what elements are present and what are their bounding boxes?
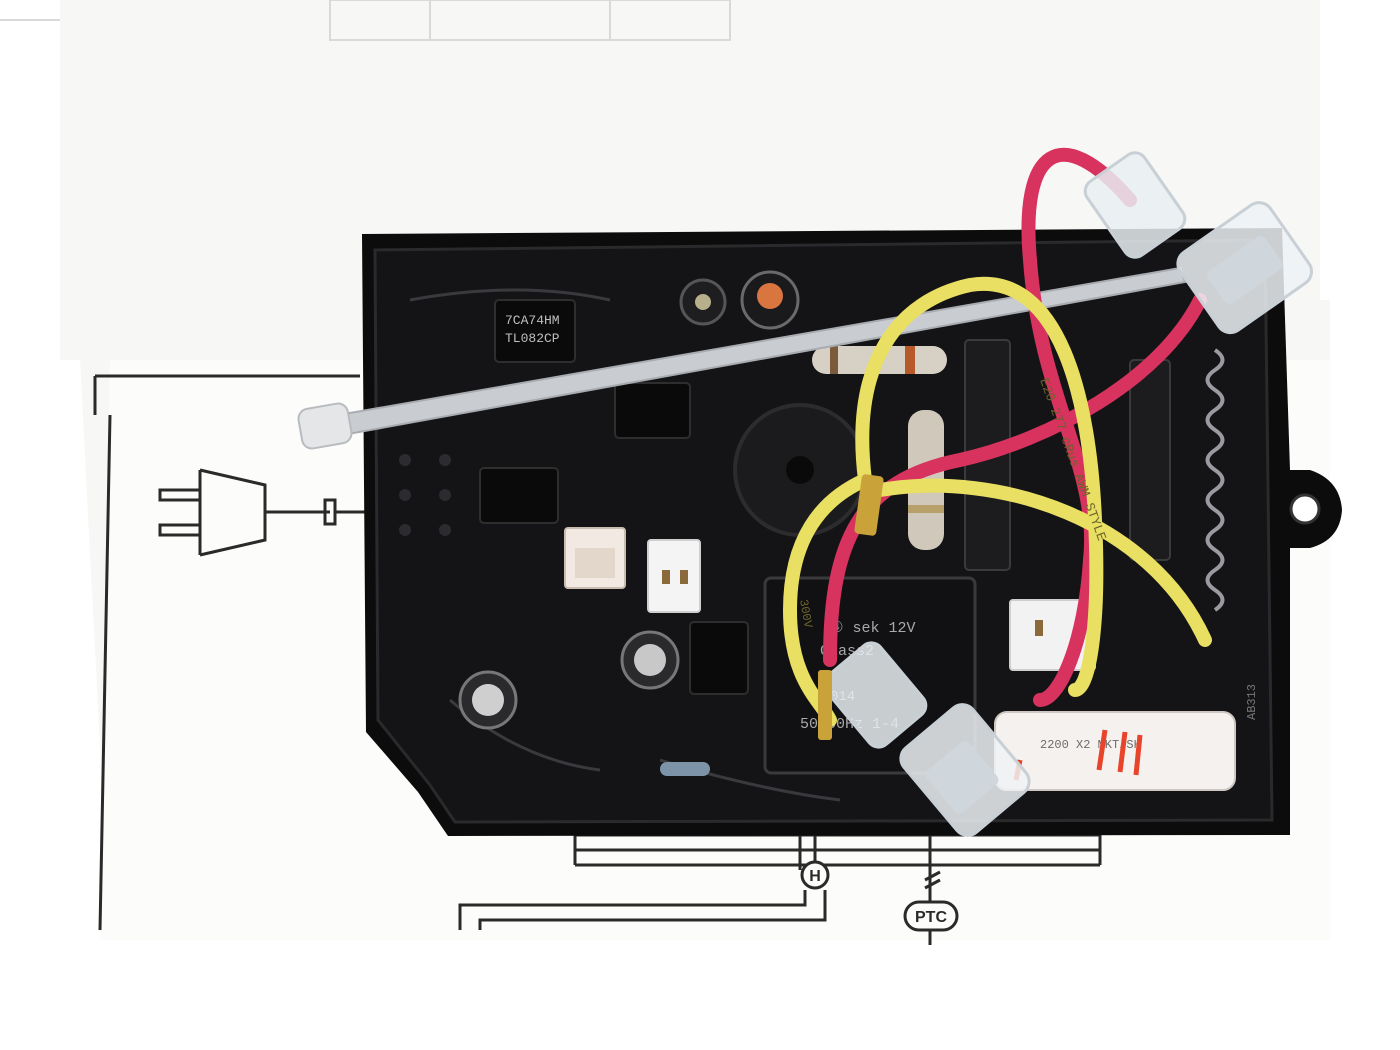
wire-spring-coil xyxy=(1205,348,1225,612)
red-wire xyxy=(823,148,1207,707)
capacitor-bottom-center xyxy=(620,630,680,690)
edge-text: AB313 xyxy=(1245,684,1259,720)
yellow-wire xyxy=(782,276,1212,727)
diode-small xyxy=(660,762,710,776)
schematic-ptc-label: PTC xyxy=(915,909,947,926)
film-capacitor: 2200 X2 MKT/SH xyxy=(994,711,1236,791)
crimp-splice xyxy=(854,474,884,536)
solder-joints xyxy=(399,454,451,536)
buzzer xyxy=(733,403,867,537)
capacitor-top-small xyxy=(679,278,727,326)
transformer-sek: ④ sek 12V xyxy=(830,620,915,637)
capacitor-text: 2200 X2 MKT/SH xyxy=(1040,738,1141,752)
cable-tie xyxy=(297,266,1187,450)
spade-terminal-top xyxy=(1083,151,1314,335)
ic1-line2: TL082CP xyxy=(505,331,560,346)
ic1-line1: 7CA74HM xyxy=(505,313,560,328)
ic-square-bottom xyxy=(689,621,749,695)
ic-small-left xyxy=(479,467,559,524)
yellow-wire-tip xyxy=(818,670,832,740)
schematic-ptc-box xyxy=(903,900,959,932)
ic-tl082cp: 7CA74HM TL082CP xyxy=(494,299,576,363)
mounting-hole xyxy=(1289,493,1321,525)
top-print xyxy=(0,0,731,41)
capacitor-bottom-left xyxy=(458,670,518,730)
schematic-h-circle xyxy=(800,860,830,890)
wire-print-2: 300V xyxy=(796,598,815,630)
ic-small-top xyxy=(614,382,691,439)
schematic-h-label: H xyxy=(809,868,821,885)
spade-terminal-bottom xyxy=(822,641,1031,837)
capacitor-top-large xyxy=(740,270,800,330)
connector-white-left xyxy=(564,527,626,589)
connector-white-right xyxy=(647,539,701,613)
